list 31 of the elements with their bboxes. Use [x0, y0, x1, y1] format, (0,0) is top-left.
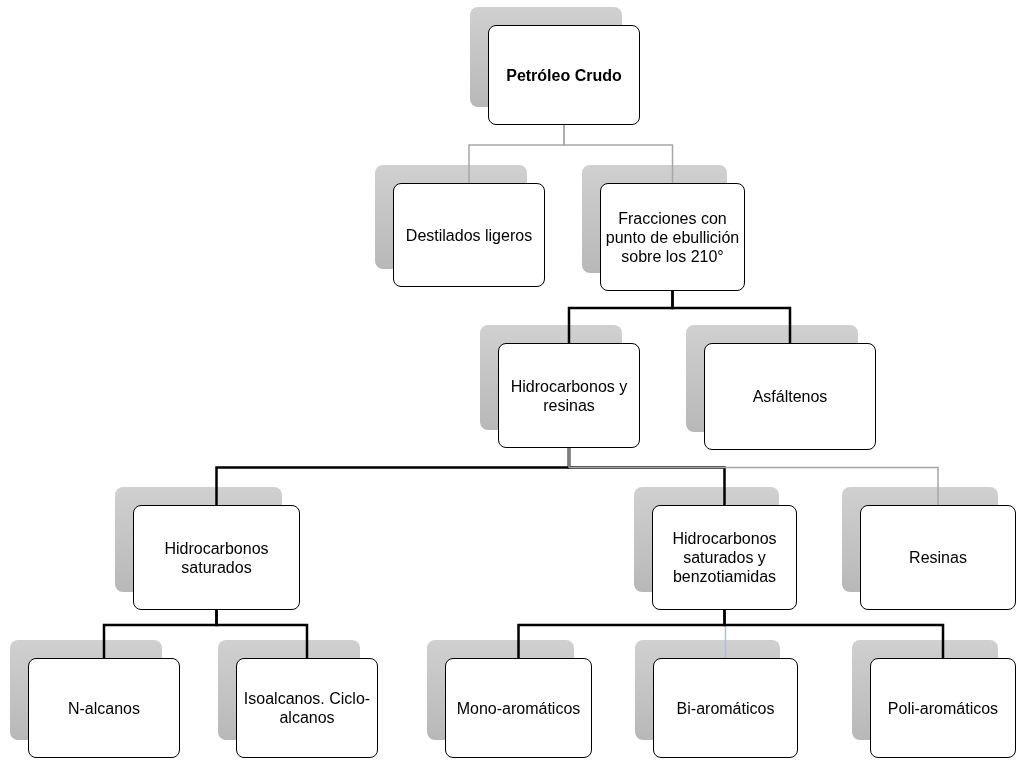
node-text: N-alcanos: [68, 698, 140, 718]
node-text: Isoalcanos. Ciclo-alcanos: [242, 689, 372, 727]
node-text: Hidrocarbonos y resinas: [509, 376, 629, 415]
process-box: [133, 505, 300, 610]
connector-line: [568, 447, 939, 506]
process-box: [236, 658, 378, 758]
process-box: [488, 25, 640, 125]
connector-line: [671, 291, 792, 343]
node-text: Resinas: [909, 548, 967, 567]
connector-line: [563, 124, 674, 184]
node-text: Poli-aromáticos: [887, 698, 999, 718]
process-box: [652, 505, 797, 610]
process-box: [860, 505, 1016, 610]
process-box: [704, 343, 876, 450]
node-text: Destilados ligeros: [405, 225, 533, 245]
process-box: [600, 183, 745, 291]
process-box: [445, 658, 592, 758]
connector-line: [215, 610, 309, 658]
process-box: [28, 658, 180, 758]
node-text: Bi-aromáticos: [676, 698, 775, 718]
process-box: [498, 343, 640, 448]
node-text: Hidrocarbonos saturados y benzotiamidas: [671, 529, 778, 586]
node-text: Asfáltenos: [752, 387, 828, 406]
process-box: [870, 658, 1016, 758]
process-box: [393, 183, 545, 287]
node-text: Hidrocarbonos saturados: [163, 538, 270, 577]
process-box: [653, 658, 798, 758]
connector-line: [723, 610, 945, 658]
node-text: Fracciones con punto de ebullición sobre los 210°: [605, 208, 740, 266]
node-text: Petróleo Crudo: [506, 65, 622, 85]
node-text: Mono-aromáticos: [456, 698, 581, 718]
